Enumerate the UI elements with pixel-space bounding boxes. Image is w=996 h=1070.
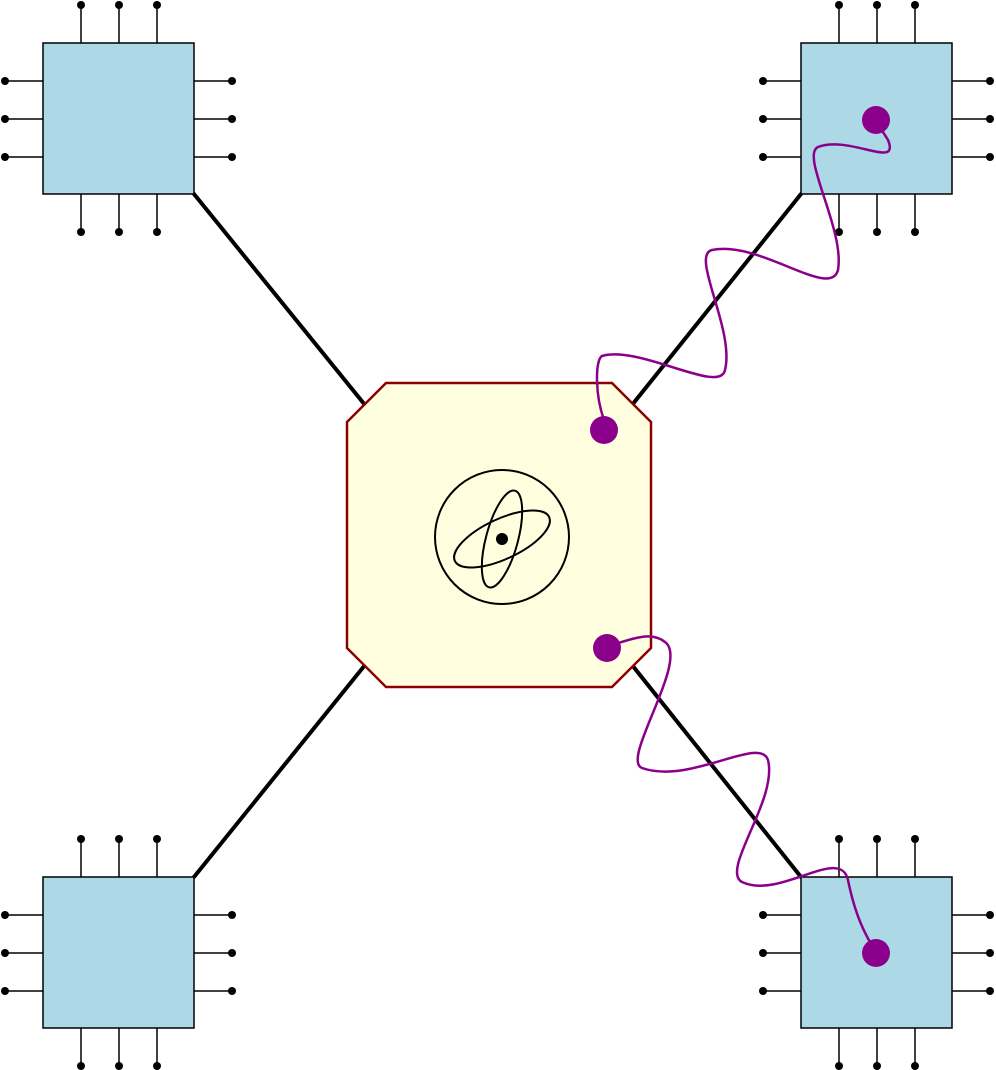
chip-body bbox=[42, 876, 195, 1029]
link-top-right bbox=[630, 192, 803, 407]
chip-pins bbox=[759, 1, 994, 236]
chip-pin-end bbox=[759, 115, 767, 123]
chip-pin-end bbox=[1, 77, 9, 85]
qubit-dot-chip bbox=[862, 939, 890, 967]
chip-pin-end bbox=[911, 1, 919, 9]
chip-pin-end bbox=[986, 949, 994, 957]
chip-pin-end bbox=[1, 987, 9, 995]
chip-pin-end bbox=[911, 228, 919, 236]
network-links bbox=[192, 192, 803, 879]
atom-icon-nucleus bbox=[496, 533, 508, 545]
entanglement-wave bbox=[595, 120, 891, 421]
chip-pin-end bbox=[153, 1062, 161, 1070]
chip-pin-end bbox=[835, 228, 843, 236]
chip-pin-end bbox=[911, 835, 919, 843]
chip-pins bbox=[1, 1, 236, 236]
qubit-dot-chip bbox=[862, 106, 890, 134]
link-bottom-right bbox=[630, 663, 803, 879]
link-top-left bbox=[192, 192, 367, 407]
chip-pin-end bbox=[873, 835, 881, 843]
chip-pin-end bbox=[115, 835, 123, 843]
chip-pin-end bbox=[115, 228, 123, 236]
entanglement-link bbox=[590, 106, 891, 444]
chip-pin-end bbox=[228, 911, 236, 919]
chip-pin-end bbox=[153, 228, 161, 236]
chip-pin-end bbox=[759, 987, 767, 995]
chip-pin-end bbox=[986, 911, 994, 919]
atom-icon-orbit bbox=[453, 509, 551, 569]
chip-top-left bbox=[1, 1, 236, 236]
chip-pin-end bbox=[759, 153, 767, 161]
atom-icon bbox=[434, 469, 570, 605]
chip-pins bbox=[759, 835, 994, 1070]
chip-pin-end bbox=[759, 949, 767, 957]
chip-pin-end bbox=[228, 949, 236, 957]
chip-pin-end bbox=[835, 835, 843, 843]
chip-pin-end bbox=[77, 228, 85, 236]
link-bottom-left bbox=[192, 663, 367, 879]
chip-pin-end bbox=[759, 77, 767, 85]
hub-node bbox=[345, 381, 653, 689]
chip-pin-end bbox=[986, 153, 994, 161]
entanglement-wave bbox=[604, 635, 878, 953]
entanglement-layer bbox=[590, 106, 891, 967]
chip-bottom-right bbox=[759, 835, 994, 1070]
chip-pin-end bbox=[115, 1, 123, 9]
chip-pin-end bbox=[1, 949, 9, 957]
chip-pin-end bbox=[1, 911, 9, 919]
chip-pin-end bbox=[1, 115, 9, 123]
atom-icon-orbit bbox=[480, 489, 524, 589]
entanglement-link bbox=[593, 634, 890, 967]
chip-pin-end bbox=[873, 228, 881, 236]
chip-pin-end bbox=[153, 835, 161, 843]
chip-pin-end bbox=[228, 115, 236, 123]
chip-pin-end bbox=[759, 911, 767, 919]
chip-pin-end bbox=[228, 987, 236, 995]
chip-pin-end bbox=[228, 153, 236, 161]
chip-pin-end bbox=[911, 1062, 919, 1070]
atom-icon-ring bbox=[434, 469, 570, 605]
chip-pin-end bbox=[873, 1062, 881, 1070]
chip-pins bbox=[1, 835, 236, 1070]
chip-body bbox=[42, 42, 195, 195]
chip-pin-end bbox=[986, 115, 994, 123]
chip-pin-end bbox=[986, 987, 994, 995]
chip-pin-end bbox=[228, 77, 236, 85]
chip-pin-end bbox=[77, 835, 85, 843]
qubit-dot-hub bbox=[590, 416, 618, 444]
chip-pin-end bbox=[77, 1, 85, 9]
chip-pin-end bbox=[986, 77, 994, 85]
chip-pin-end bbox=[835, 1, 843, 9]
chip-pin-end bbox=[153, 1, 161, 9]
chip-pin-end bbox=[115, 1062, 123, 1070]
chip-bottom-left bbox=[1, 835, 236, 1070]
chip-pin-end bbox=[835, 1062, 843, 1070]
qubit-dot-hub bbox=[593, 634, 621, 662]
chip-pin-end bbox=[77, 1062, 85, 1070]
chip-pin-end bbox=[1, 153, 9, 161]
chip-pin-end bbox=[873, 1, 881, 9]
